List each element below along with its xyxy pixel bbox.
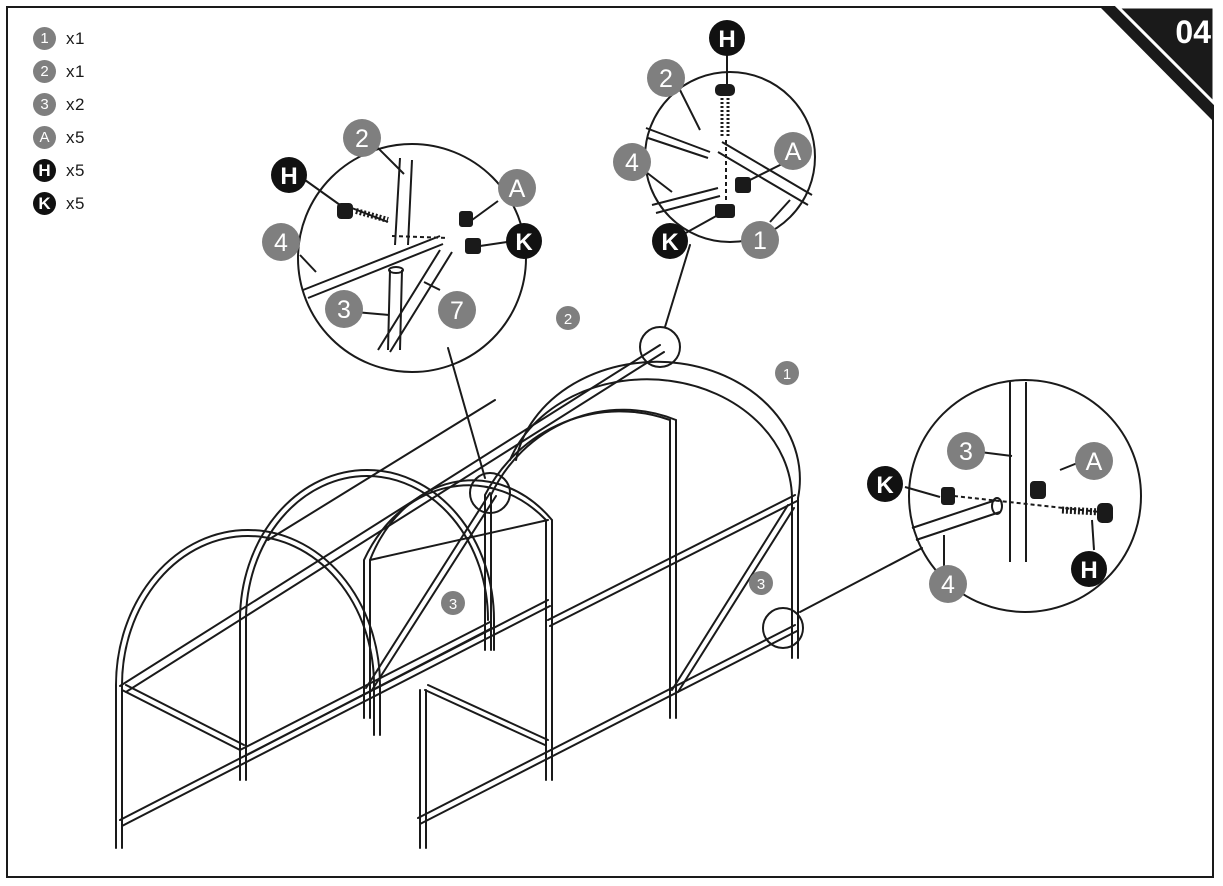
callout-4-right — [929, 565, 967, 603]
legend-badge: 3 — [33, 93, 56, 116]
leader-line-right — [799, 547, 923, 613]
detail-marker-top — [639, 326, 681, 368]
legend-row: K x5 — [33, 187, 85, 220]
zoom-detail-top — [644, 55, 816, 243]
detail-marker-middle — [469, 472, 511, 514]
callout-A-top — [774, 132, 812, 170]
callout-1-top-label: 1 — [753, 227, 767, 255]
legend-badge: 2 — [33, 60, 56, 83]
step-corner-badge — [1100, 5, 1216, 122]
callout-2-frame-label: 2 — [564, 311, 572, 328]
callout-H-right — [1071, 551, 1107, 587]
callout-4-left — [262, 223, 300, 261]
callout-1-top — [741, 221, 779, 259]
arch-rear — [509, 360, 801, 659]
callout-K-top — [652, 223, 688, 259]
callout-3-left-label: 3 — [337, 296, 351, 324]
callout-3-right-label: 3 — [959, 438, 973, 466]
callout-H-top — [709, 20, 745, 56]
callout-A-left-label: A — [509, 175, 526, 203]
longitudinal-bars — [119, 344, 798, 827]
callout-1-frame — [775, 361, 799, 385]
callout-H-right-label: H — [1080, 557, 1097, 584]
callout-2-top — [647, 59, 685, 97]
arch-second — [239, 469, 495, 781]
callout-3-right — [947, 432, 985, 470]
callout-K-left-label: K — [515, 229, 533, 256]
callout-2-left-label: 2 — [355, 125, 369, 153]
legend-quantity: x5 — [66, 127, 85, 147]
callout-A-top-label: A — [785, 138, 802, 166]
legend-quantity: x5 — [66, 193, 85, 213]
callout-3-left — [325, 290, 363, 328]
parts-legend: 1 x1 2 x1 3 x2 A x5 H x5 K x5 — [33, 22, 85, 220]
callout-H-left — [271, 157, 307, 193]
legend-quantity: x1 — [66, 28, 85, 48]
callout-A-right — [1075, 442, 1113, 480]
page-frame — [6, 6, 1214, 878]
legend-row: 1 x1 — [33, 22, 85, 55]
callout-3-frame-right-label: 3 — [757, 576, 765, 593]
callout-K-top-label: K — [661, 229, 679, 256]
legend-badge: H — [33, 159, 56, 182]
callout-4-top-label: 4 — [625, 149, 639, 177]
arch-third — [363, 479, 553, 781]
detail-marker-bottom — [762, 607, 804, 649]
callout-H-top-label: H — [718, 26, 735, 53]
callout-1-frame-label: 1 — [783, 366, 791, 383]
callout-2-top-label: 2 — [659, 65, 673, 93]
leader-line-top — [664, 244, 691, 328]
legend-badge: 1 — [33, 27, 56, 50]
callout-4-right-label: 4 — [941, 571, 955, 599]
legend-quantity: x5 — [66, 160, 85, 180]
callout-7-left — [438, 291, 476, 329]
legend-row: 3 x2 — [33, 88, 85, 121]
diagonal-braces — [365, 492, 795, 693]
callout-3-frame-left — [441, 591, 465, 615]
callout-3-frame-left-label: 3 — [449, 596, 457, 613]
callout-K-right — [867, 466, 903, 502]
callout-K-left — [506, 223, 542, 259]
callout-K-right-label: K — [876, 472, 894, 499]
callout-A-left — [498, 169, 536, 207]
callout-3-frame-right — [749, 571, 773, 595]
legend-quantity: x2 — [66, 94, 85, 114]
zoom-detail-right — [904, 379, 1142, 613]
callout-badges: 2 1 3 3 2 H 4 3 7 A K H 2 — [262, 20, 1113, 615]
legend-row: 2 x1 — [33, 55, 85, 88]
frame-structure — [115, 244, 923, 849]
legend-row: A x5 — [33, 121, 85, 154]
legend-row: H x5 — [33, 154, 85, 187]
legend-quantity: x1 — [66, 61, 85, 81]
step-number: 04 — [1175, 14, 1211, 50]
leader-line-left — [447, 347, 486, 479]
callout-4-top — [613, 143, 651, 181]
arch-fourth — [419, 408, 677, 849]
legend-badge: K — [33, 192, 56, 215]
zoom-detail-left — [297, 143, 527, 373]
callout-4-left-label: 4 — [274, 229, 288, 257]
callout-A-right-label: A — [1086, 448, 1103, 476]
legend-badge: A — [33, 126, 56, 149]
callout-2-frame — [556, 306, 580, 330]
arch-front — [115, 529, 381, 849]
callout-2-left — [343, 119, 381, 157]
callout-H-left-label: H — [280, 163, 297, 190]
callout-7-left-label: 7 — [450, 297, 464, 325]
